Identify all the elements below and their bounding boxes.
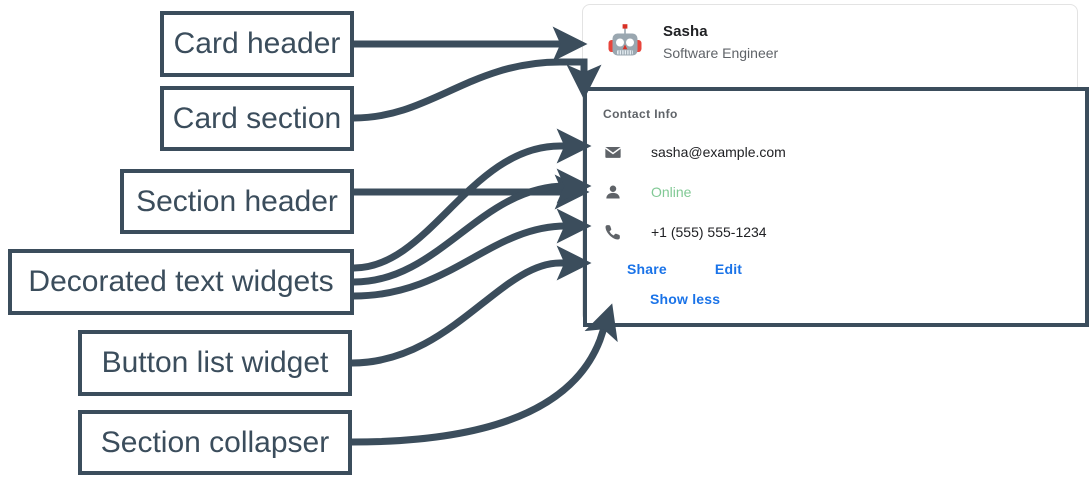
annotation-label-section-header: Section header	[120, 169, 354, 234]
button-list-widget: Share Edit	[603, 254, 1085, 284]
share-button[interactable]: Share	[627, 261, 667, 277]
card-section: Contact Info sasha@example.com	[583, 87, 1089, 327]
annotation-label-decorated-text-widgets: Decorated text widgets	[8, 249, 354, 315]
card: Sasha Software Engineer Contact Info sas…	[582, 4, 1089, 327]
annotation-text: Section collapser	[100, 425, 330, 459]
email-icon	[603, 142, 623, 162]
arrow-decorated-text-1	[353, 128, 592, 272]
card-header-title: Sasha	[663, 23, 708, 40]
annotation-label-card-section: Card section	[160, 86, 354, 151]
annotation-text: Decorated text widgets	[28, 265, 334, 298]
robot-avatar-icon	[603, 21, 647, 65]
annotation-label-button-list-widget: Button list widget	[78, 330, 352, 396]
section-collapser: Show less	[603, 284, 1085, 314]
annotation-label-section-collapser: Section collapser	[78, 410, 352, 475]
annotation-text: Section header	[136, 184, 338, 218]
decorated-text-widget-email: sasha@example.com	[603, 132, 1085, 172]
arrow-card-section	[353, 58, 602, 122]
email-value: sasha@example.com	[651, 144, 786, 160]
arrow-decorated-text-2	[353, 168, 592, 286]
status-value: Online	[651, 184, 692, 200]
annotation-text: Button list widget	[101, 346, 329, 379]
arrow-decorated-text-3	[353, 208, 592, 300]
arrow-button-list	[351, 245, 592, 367]
card-header-subtitle: Software Engineer	[663, 45, 779, 61]
annotation-text: Card header	[173, 27, 341, 60]
person-icon	[603, 182, 623, 202]
show-less-button[interactable]: Show less	[650, 291, 721, 307]
phone-icon	[603, 222, 623, 242]
annotation-text: Card section	[172, 101, 342, 135]
card-header-text: Sasha Software Engineer	[663, 22, 778, 64]
section-header: Contact Info	[603, 107, 678, 121]
decorated-text-widget-status: Online	[603, 172, 1085, 212]
phone-value: +1 (555) 555-1234	[651, 224, 767, 240]
arrow-section-collapser	[351, 303, 618, 446]
card-section-content: Contact Info sasha@example.com	[587, 91, 1085, 314]
decorated-text-widget-phone: +1 (555) 555-1234	[603, 212, 1085, 252]
annotation-label-card-header: Card header	[160, 11, 354, 77]
edit-button[interactable]: Edit	[714, 261, 743, 277]
card-header: Sasha Software Engineer	[583, 5, 1077, 81]
